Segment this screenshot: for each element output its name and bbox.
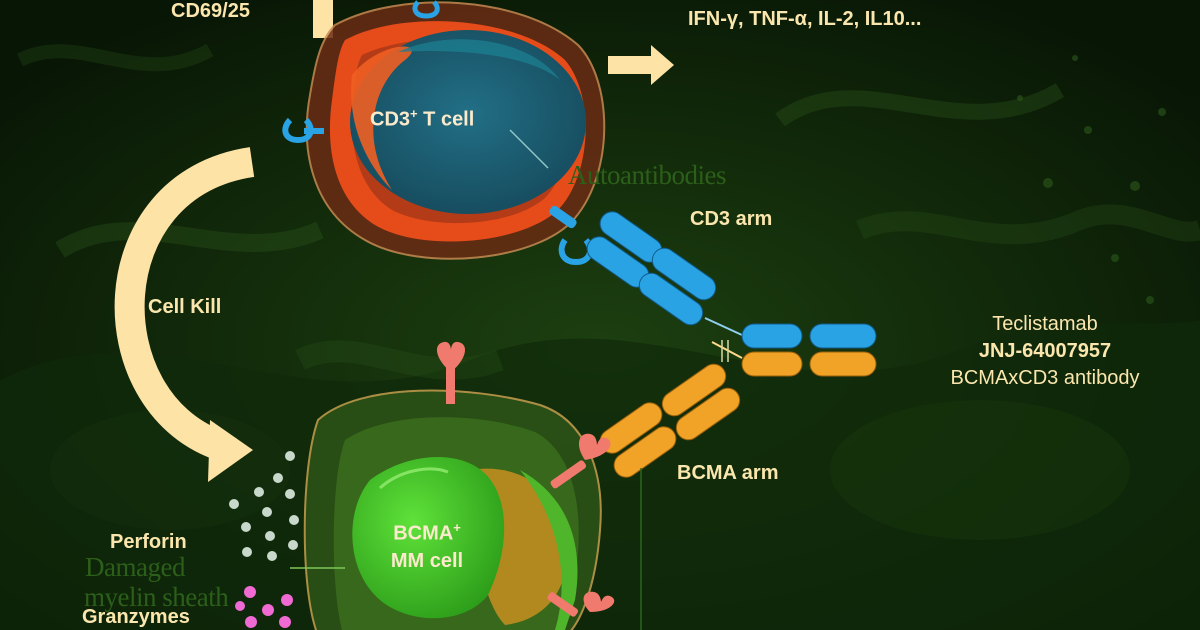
mm-cell <box>290 389 602 630</box>
drug-info: Teclistamab JNJ-64007957 BCMAxCD3 antibo… <box>900 311 1190 392</box>
mm-cell-name: BCMA <box>393 522 454 545</box>
cell-kill-label: Cell Kill <box>148 296 222 318</box>
granzymes-label: Granzymes <box>82 606 190 628</box>
t-cell-suffix: T cell <box>417 108 475 131</box>
bcma-arm-label: BCMA arm <box>677 462 779 484</box>
bcma-receptors <box>436 341 615 617</box>
t-cell-sup: + <box>410 106 418 121</box>
t-cell <box>282 0 606 260</box>
drug-name: Teclistamab <box>992 313 1098 335</box>
cell-kill-arrow <box>114 147 255 482</box>
bispecific-antibody <box>549 205 877 630</box>
granzymes <box>235 586 293 628</box>
t-cell-label: CD3+ T cell <box>370 100 474 134</box>
perforin-label: Perforin <box>110 531 187 553</box>
autoantibodies-label: Autoantibodies <box>568 160 726 190</box>
damaged-myelin-label: Damaged <box>85 552 185 582</box>
t-cell-name: CD3 <box>370 108 411 131</box>
cd3-arm-label: CD3 arm <box>690 208 773 230</box>
drug-code: JNJ-64007957 <box>978 340 1112 362</box>
perforin-granules <box>229 451 299 561</box>
mm-cell-label: BCMA+ MM cell <box>372 514 482 575</box>
mm-cell-type: MM cell <box>390 549 464 572</box>
cytokine-arrow <box>608 45 674 85</box>
myelin-sheath-label: myelin sheath <box>84 582 229 612</box>
activation-marker-bar <box>313 0 333 38</box>
activation-marker-label: CD69/25 <box>171 0 250 22</box>
drug-description: BCMAxCD3 antibody <box>950 367 1140 389</box>
mm-cell-sup: + <box>453 520 461 535</box>
cytokines-label: IFN-γ, TNF-α, IL-2, IL10... <box>688 8 922 30</box>
